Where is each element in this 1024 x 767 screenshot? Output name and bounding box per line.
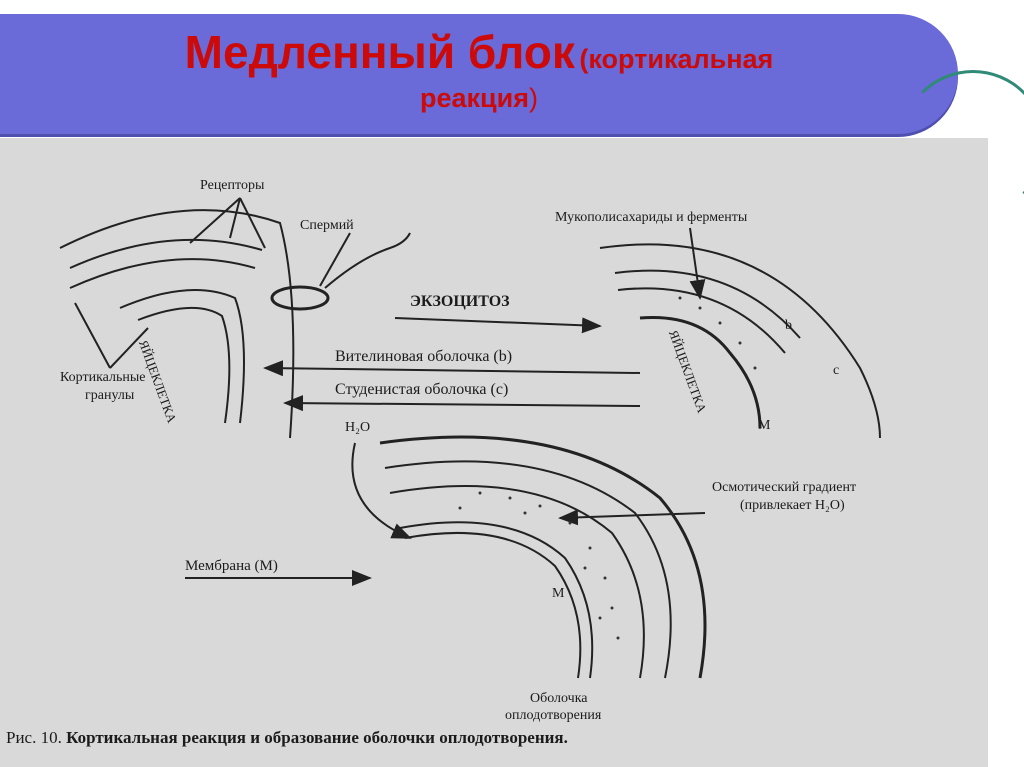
title-banner xyxy=(0,14,958,134)
label-jelly: Студенистая оболочка (с) xyxy=(335,381,509,398)
label-fert-env-2: оплодотворения xyxy=(505,708,602,723)
left-cell-arc-2 xyxy=(69,238,263,269)
left-inner-arc xyxy=(119,289,245,424)
right-cell-arc-1 xyxy=(614,269,801,339)
label-fert-env-1: Оболочка xyxy=(530,691,588,706)
bottom-inner-arc xyxy=(399,521,594,679)
bottom-inner-arc-2 xyxy=(404,531,582,679)
label-sperm: Спермий xyxy=(300,218,354,233)
label-b: b xyxy=(785,318,792,333)
bottom-cell-arc-2 xyxy=(389,485,645,679)
mucopoly-arrow xyxy=(689,227,706,300)
label-receptors: Рецепторы xyxy=(200,178,265,193)
title-paren: (кортикальная xyxy=(579,44,774,74)
figure-caption: Рис. 10. Кортикальная реакция и образова… xyxy=(6,728,568,748)
title-line2: реакция) xyxy=(420,82,538,113)
label-cortical-granules-1: Кортикальные xyxy=(60,370,146,385)
label-c: с xyxy=(833,363,840,378)
figure-photo: Рецепторы Спермий ЯЙЦЕКЛЕТКА Кортикальны… xyxy=(0,138,988,767)
left-outer-arc xyxy=(59,209,295,439)
label-m-top: М xyxy=(758,418,771,433)
jelly-arrow xyxy=(283,395,641,412)
caption-text: Кортикальная реакция и образование оболо… xyxy=(66,728,568,747)
caption-prefix: Рис. 10. xyxy=(6,728,62,747)
label-m-bottom: М xyxy=(552,586,565,601)
sperm-head xyxy=(270,285,330,311)
label-vitelline: Вителиновая оболочка (b) xyxy=(335,348,513,365)
label-exocytosis: ЭКЗОЦИТОЗ xyxy=(410,293,510,310)
right-outer-arc xyxy=(599,243,881,439)
label-mucopoly: Мукополисахариды и ферменты xyxy=(555,210,748,225)
receptor-pointer-1 xyxy=(189,197,241,244)
left-cell-arc-1 xyxy=(69,258,256,289)
figure-drawing xyxy=(59,197,881,679)
sperm-tail xyxy=(324,232,411,289)
osmotic-arrow xyxy=(558,509,706,526)
vitelline-arrow xyxy=(263,360,641,377)
exocytosis-arrow xyxy=(394,317,602,334)
slide-title: Медленный блок (кортикальная реакция) xyxy=(0,26,958,114)
sperm-pointer xyxy=(319,232,351,287)
label-membrane: Мембрана (М) xyxy=(185,558,278,574)
receptor-pointer-3 xyxy=(239,197,266,249)
left-inner-arc-2 xyxy=(137,307,231,424)
label-cortical-granules-2: гранулы xyxy=(85,388,135,403)
decorative-ring xyxy=(900,70,1024,216)
label-osmotic-1: Осмотический градиент xyxy=(712,480,857,495)
stipple-dots xyxy=(458,296,757,640)
label-osmotic-2: (привлекает H₂O) xyxy=(740,498,845,513)
receptor-pointer-2 xyxy=(229,197,241,239)
granule-pointer-2 xyxy=(109,327,149,369)
right-wavy-membrane xyxy=(639,315,762,429)
bottom-outer-arc xyxy=(379,435,707,679)
right-cell-arc-2 xyxy=(617,287,786,354)
granule-pointer xyxy=(74,302,111,369)
title-main: Медленный блок xyxy=(184,26,575,78)
water-arrow xyxy=(351,442,412,539)
label-water: H₂O xyxy=(345,420,371,435)
bottom-cell-arc-1 xyxy=(384,460,672,679)
